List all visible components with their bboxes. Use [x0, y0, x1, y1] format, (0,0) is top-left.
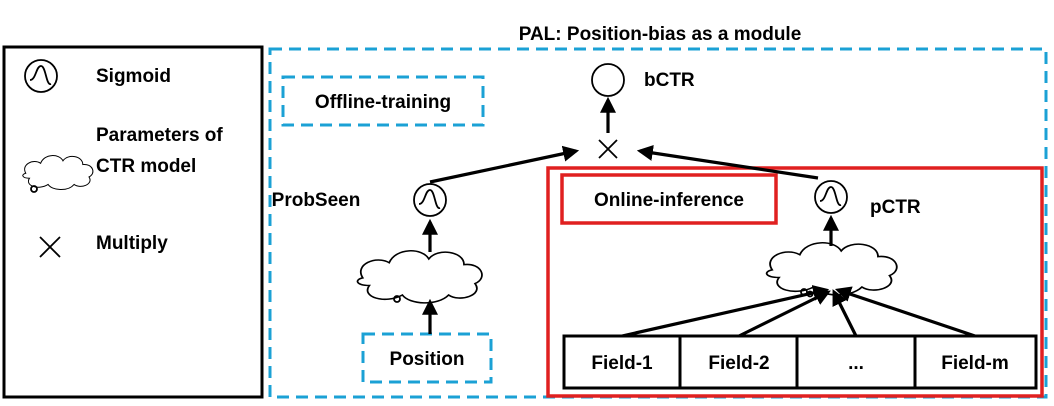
legend-params-line1: Parameters of: [96, 125, 223, 146]
sigmoid-icon: [24, 59, 58, 93]
position-label: Position: [390, 349, 465, 370]
online-region: [546, 166, 1044, 398]
field-row: [562, 334, 1038, 390]
legend-multiply-label: Multiply: [96, 233, 168, 254]
online-inference-box: [560, 173, 778, 225]
position-box: [361, 332, 493, 384]
central-multiply-icon: [598, 139, 618, 159]
offline-training-box: [281, 75, 485, 127]
field-m-cell: Field-m: [941, 353, 1009, 374]
cloud-icon: [22, 155, 94, 193]
field-2-cell: Field-2: [708, 353, 769, 374]
probseen-sigmoid-icon: [413, 183, 447, 217]
ctr-model-cloud-icon: [765, 241, 898, 298]
arrow-field-3-to-cloud: [832, 289, 858, 337]
legend-box: [2, 45, 264, 399]
bctr-label: bCTR: [644, 70, 695, 91]
probseen-label: ProbSeen: [272, 190, 361, 211]
field-ellipsis-cell: ...: [848, 353, 864, 374]
arrow-field-2-to-cloud: [738, 290, 831, 338]
offline-training-label: Offline-training: [315, 92, 451, 113]
legend-params-line2: CTR model: [96, 156, 196, 177]
arrow-field-1-to-cloud: [621, 285, 830, 338]
bctr-sigmoid-icon: [591, 63, 625, 97]
online-inference-label: Online-inference: [594, 190, 744, 211]
diagram-title: PAL: Position-bias as a module: [519, 24, 802, 45]
field-1-cell: Field-1: [591, 353, 653, 374]
legend-sigmoid-label: Sigmoid: [96, 66, 171, 87]
arrow-probseen-to-multiply: [429, 145, 580, 184]
multiply-icon: [39, 236, 61, 258]
pctr-label: pCTR: [870, 197, 921, 218]
arrow-pctr-to-multiply: [636, 145, 819, 180]
position-model-cloud-icon: [356, 249, 483, 304]
pctr-sigmoid-icon: [814, 180, 848, 214]
arrow-field-m-to-cloud: [834, 286, 976, 338]
